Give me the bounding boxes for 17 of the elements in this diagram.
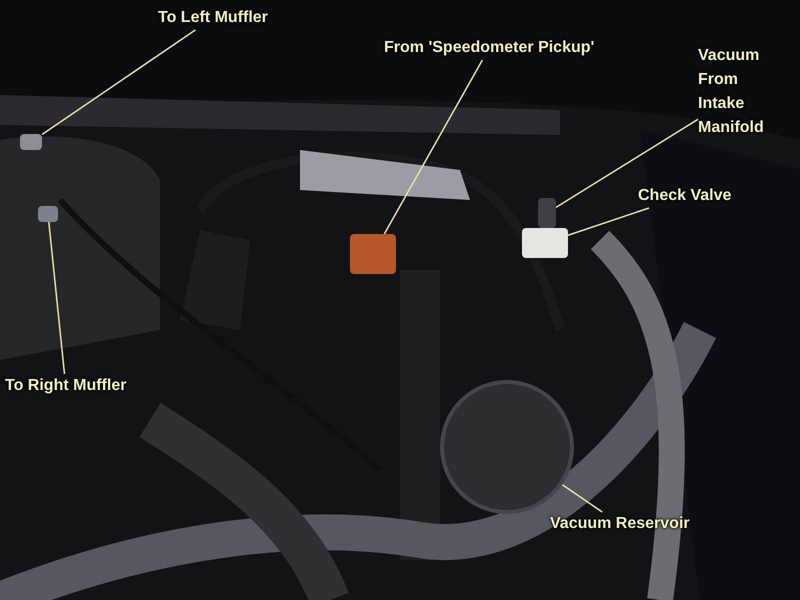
callout-label: From 'Speedometer Pickup' [384, 36, 594, 60]
hose-fitting [38, 206, 58, 222]
wire-connector [350, 234, 396, 274]
leader-line [562, 484, 603, 513]
vacuum-hose-end [538, 198, 556, 228]
callout-label: Vacuum Reservoir [550, 512, 690, 536]
callout-label: Check Valve [638, 184, 732, 208]
leader-line [384, 60, 484, 234]
callout-label: To Right Muffler [5, 374, 126, 398]
leader-line [42, 29, 196, 136]
callout-label: To Left Muffler [158, 6, 268, 30]
leader-line [568, 207, 650, 236]
leader-line [556, 118, 698, 208]
callout-label: Vacuum From Intake Manifold [698, 44, 786, 140]
check-valve [522, 228, 568, 258]
hose-fitting [20, 134, 42, 150]
leader-line [48, 222, 66, 374]
